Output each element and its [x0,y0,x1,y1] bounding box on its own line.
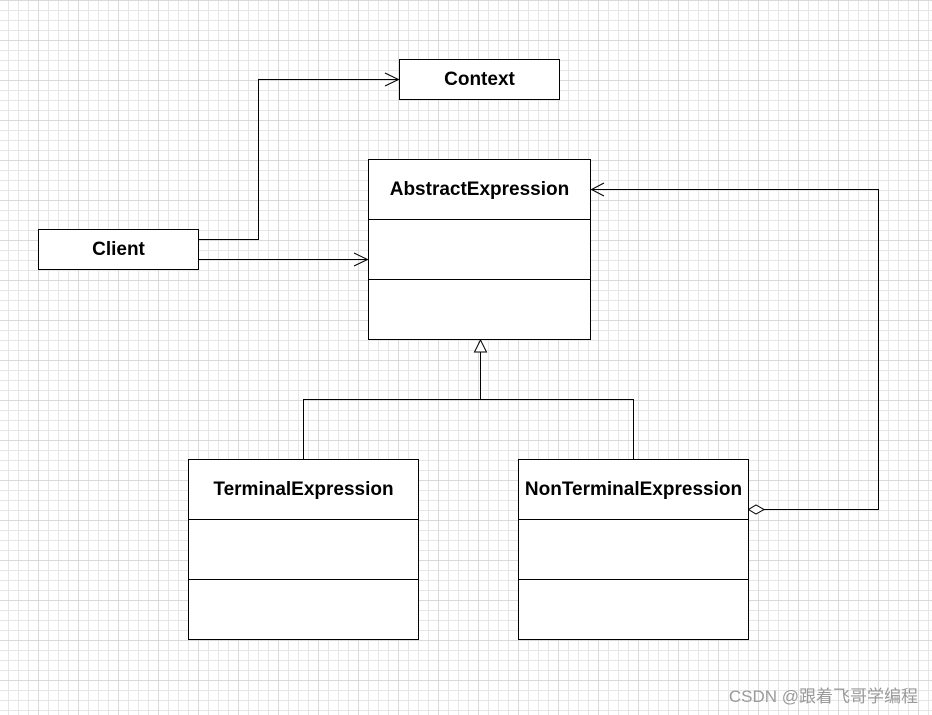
aggregation-arrowhead [590,182,605,197]
class-context[interactable]: Context [399,59,560,100]
class-terminal-expression-operations [189,580,418,640]
client-context-association [198,79,399,240]
class-nonterminal-expression-attributes [519,520,748,580]
class-nonterminal-expression-name: NonTerminalExpression [524,478,743,500]
class-abstract-expression-operations [369,280,590,340]
aggregation-diamond [747,504,766,515]
class-terminal-expression-header: TerminalExpression [189,460,418,520]
class-terminal-expression-name: TerminalExpression [213,478,394,500]
class-client-name: Client [92,238,145,260]
client-context-arrowhead [384,72,400,87]
class-abstract-expression-attributes [369,220,590,280]
class-context-name: Context [444,68,515,90]
class-nonterminal-expression-operations [519,580,748,640]
generalization-arrowhead [473,338,488,353]
class-abstract-expression-name: AbstractExpression [389,178,570,200]
class-nonterminal-expression[interactable]: NonTerminalExpression [518,459,749,640]
generalization-branch [303,399,634,460]
class-abstract-expression[interactable]: AbstractExpression [368,159,591,340]
class-nonterminal-expression-header: NonTerminalExpression [519,460,748,520]
watermark: CSDN @跟着飞哥学编程 [728,687,918,706]
class-client[interactable]: Client [38,229,199,270]
client-abstract-arrowhead [353,252,369,267]
class-terminal-expression[interactable]: TerminalExpression [188,459,419,640]
aggregation-line [591,189,879,510]
class-abstract-expression-header: AbstractExpression [369,160,590,220]
class-terminal-expression-attributes [189,520,418,580]
